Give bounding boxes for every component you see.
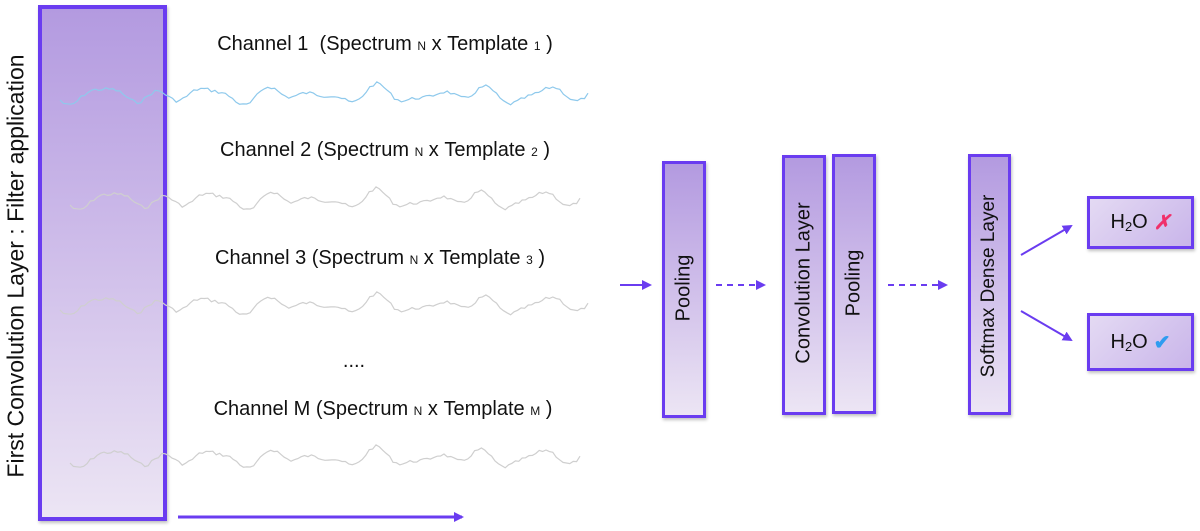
pooling-layer-2 xyxy=(832,154,876,414)
ellipsis: .... xyxy=(342,350,366,372)
cross-icon: ✗ xyxy=(1153,212,1171,234)
channel-1-wave xyxy=(59,81,589,106)
pooling-layer-1-label: Pooling xyxy=(672,254,695,322)
channel-2-label: Channel 2 (Spectrum N x Template 2 ) xyxy=(220,139,550,161)
output-h2o-absent: H2O ✗ xyxy=(1087,196,1194,249)
channel-3-wave xyxy=(59,291,589,316)
channel-2-wave xyxy=(69,186,581,211)
convolution-layer xyxy=(782,155,826,415)
channel-3-label: Channel 3 (Spectrum N x Template 3 ) xyxy=(215,247,545,269)
molecule-label: H2O xyxy=(1110,330,1148,354)
channel-1-label: Channel 1 (Spectrum N x Template 1 ) xyxy=(217,33,553,55)
molecule-label: H2O xyxy=(1110,211,1148,234)
arrow-to-output-positive xyxy=(1020,310,1073,342)
arrow-to-output-negative xyxy=(1020,224,1073,256)
softmax-dense-layer-label: Softmax Dense Layer xyxy=(978,194,999,378)
softmax-dense-layer xyxy=(968,154,1011,415)
channel-m-label: Channel M (Spectrum N x Template M ) xyxy=(213,398,553,420)
channel-4-wave xyxy=(69,444,581,469)
output-h2o-present: H2O ✔ xyxy=(1087,313,1194,371)
convolution-layer-label: Convolution Layer xyxy=(792,202,815,364)
pooling-layer-2-label: Pooling xyxy=(842,249,865,317)
check-icon: ✔ xyxy=(1153,331,1171,354)
first-convolution-filter-box xyxy=(38,5,167,521)
pooling-layer-1 xyxy=(662,161,706,418)
